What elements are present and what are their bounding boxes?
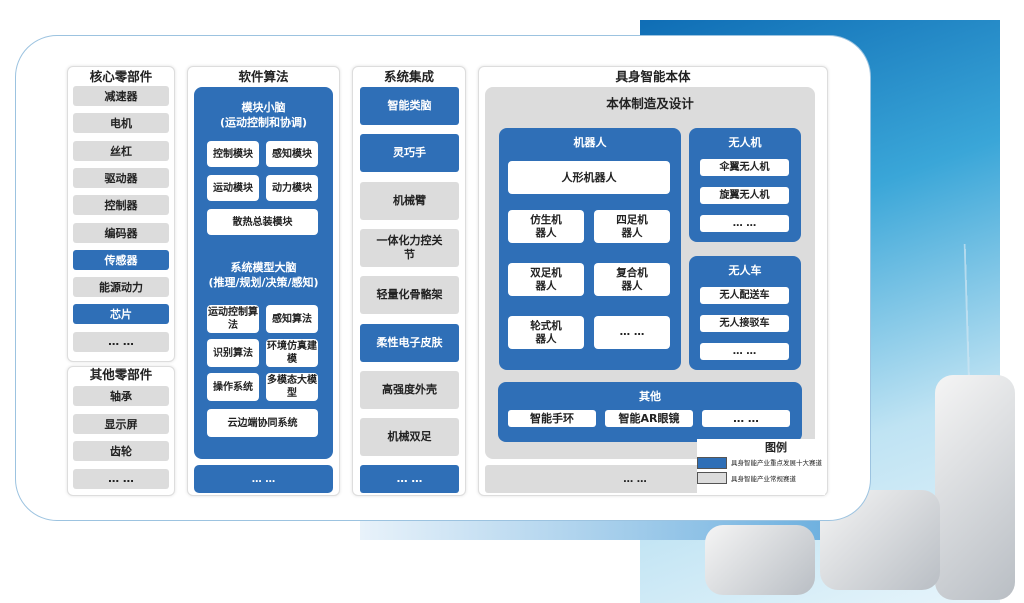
other-part-item[interactable]: 轴承 [73, 386, 169, 406]
humanoid-robot-image [935, 375, 1015, 600]
body-title: 具身智能本体 [615, 69, 691, 84]
cerebellum-title: 模块小脑 [241, 101, 286, 114]
integration-item[interactable]: 智能类脑 [360, 87, 459, 125]
cerebellum-item[interactable]: 动力模块 [266, 175, 318, 201]
others-title: 其他 [639, 390, 661, 403]
other-product-item[interactable]: 智能AR眼镜 [605, 410, 693, 427]
software-more-label: … … [251, 473, 276, 485]
legend: 图例 具身智能产业重点发展十大赛道 具身智能产业常规赛道 [697, 439, 825, 495]
other-product-item[interactable]: 智能手环 [508, 410, 596, 427]
brain-item[interactable]: 运动控制算法 [207, 305, 259, 333]
robot-item[interactable]: … … [594, 316, 670, 349]
body-more-label: … … [623, 473, 647, 485]
legend-title: 图例 [765, 441, 787, 454]
core-part-item[interactable]: 芯片 [73, 304, 169, 325]
integration-item[interactable]: 机械双足 [360, 418, 459, 457]
other-part-item[interactable]: … … [73, 468, 169, 489]
brain-item[interactable]: 云边端协同系统 [207, 409, 318, 437]
vehicle-item[interactable]: 无人配送车 [700, 287, 789, 304]
core-part-item[interactable]: 能源动力 [73, 277, 169, 298]
software-main-block: 模块小脑 (运动控制和协调) 控制模块感知模块运动模块动力模块散热总装模块运动控… [194, 87, 333, 459]
brain-item[interactable]: 环境仿真建模 [266, 339, 318, 367]
core-parts-column: 核心零部件 减速器电机丝杠驱动器控制器编码器传感器能源动力芯片 … … [67, 66, 175, 362]
core-part-item[interactable]: 丝杠 [73, 140, 169, 161]
core-parts-title: 核心零部件 [89, 69, 153, 84]
integration-item[interactable]: 一体化力控关节 [360, 228, 459, 267]
integration-item[interactable]: 高强度外壳 [360, 370, 459, 409]
brain-item[interactable]: 识别算法 [207, 339, 259, 367]
drone-item[interactable]: 伞翼无人机 [700, 159, 789, 176]
robot-dog-image-2 [705, 525, 815, 595]
brain-item[interactable]: 多模态大模型 [266, 373, 318, 401]
core-part-item[interactable]: 控制器 [73, 195, 169, 216]
cerebellum-item[interactable]: 控制模块 [207, 141, 259, 167]
core-part-item[interactable]: 驱动器 [73, 167, 169, 188]
vehicles-block: 无人车 无人配送车无人接驳车 … … [689, 256, 801, 370]
robot-item[interactable]: 双足机器人 [508, 263, 584, 296]
design-block: 本体制造及设计 机器人 人形机器人仿生机器人四足机器人双足机器人复合机器人轮式机… [485, 87, 815, 459]
brain-item[interactable]: 操作系统 [207, 373, 259, 401]
robot-item[interactable]: 复合机器人 [594, 263, 670, 296]
vehicle-item[interactable]: … … [700, 343, 789, 360]
legend-swatch-normal [697, 472, 727, 484]
other-product-item[interactable]: … … [702, 410, 790, 427]
legend-swatch-key [697, 457, 727, 469]
drones-block: 无人机 伞翼无人机旋翼无人机 … … [689, 128, 801, 242]
software-title: 软件算法 [238, 69, 289, 84]
brain-subtitle: (推理/规划/决策/感知) [208, 276, 319, 289]
brain-title: 系统模型大脑 [230, 261, 297, 274]
integration-item[interactable]: … … [360, 465, 459, 494]
integration-column: 系统集成 智能类脑灵巧手机械臂一体化力控关节轻量化骨骼架柔性电子皮肤高强度外壳机… [352, 66, 466, 496]
cerebellum-item[interactable]: 感知模块 [266, 141, 318, 167]
integration-item[interactable]: 轻量化骨骼架 [360, 276, 459, 315]
legend-normal-label: 具身智能产业常规赛道 [731, 475, 796, 483]
robot-item[interactable]: 四足机器人 [594, 210, 670, 243]
integration-title: 系统集成 [383, 69, 434, 84]
others-block: 其他 智能手环智能AR眼镜 … … [498, 382, 802, 442]
core-part-item[interactable]: 减速器 [73, 86, 169, 106]
cerebellum-item[interactable]: 散热总装模块 [207, 209, 318, 235]
embodied-body-column: 具身智能本体 本体制造及设计 机器人 人形机器人仿生机器人四足机器人双足机器人复… [478, 66, 828, 496]
drone-item[interactable]: … … [700, 215, 789, 232]
vehicles-title: 无人车 [728, 264, 762, 277]
integration-item[interactable]: 柔性电子皮肤 [360, 323, 459, 362]
core-part-item[interactable]: 编码器 [73, 222, 169, 243]
other-part-item[interactable]: 显示屏 [73, 413, 169, 434]
drone-item[interactable]: 旋翼无人机 [700, 187, 789, 204]
cerebellum-subtitle: (运动控制和协调) [219, 116, 308, 129]
drones-title: 无人机 [728, 136, 762, 149]
robots-title: 机器人 [573, 136, 607, 149]
core-part-item[interactable]: 传感器 [73, 249, 169, 270]
design-title: 本体制造及设计 [606, 96, 694, 111]
other-parts-title: 其他零部件 [89, 367, 153, 382]
brain-item[interactable]: 感知算法 [266, 305, 318, 333]
software-more[interactable]: … … [194, 465, 333, 493]
robot-item[interactable]: 轮式机器人 [508, 316, 584, 349]
integration-item[interactable]: 机械臂 [360, 181, 459, 220]
robots-block: 机器人 人形机器人仿生机器人四足机器人双足机器人复合机器人轮式机器人 … … [499, 128, 681, 370]
legend-key-label: 具身智能产业重点发展十大赛道 [731, 459, 822, 467]
vehicle-item[interactable]: 无人接驳车 [700, 315, 789, 332]
robot-item[interactable]: 人形机器人 [508, 161, 670, 194]
software-column: 软件算法 模块小脑 (运动控制和协调) 控制模块感知模块运动模块动力模块散热总装… [187, 66, 340, 496]
robot-item[interactable]: 仿生机器人 [508, 210, 584, 243]
cerebellum-item[interactable]: 运动模块 [207, 175, 259, 201]
core-part-item[interactable]: 电机 [73, 113, 169, 134]
other-parts-column: 其他零部件 轴承显示屏齿轮 … … [67, 366, 175, 496]
other-part-item[interactable]: 齿轮 [73, 441, 169, 461]
core-part-item[interactable]: … … [73, 331, 169, 352]
integration-item[interactable]: 灵巧手 [360, 134, 459, 173]
